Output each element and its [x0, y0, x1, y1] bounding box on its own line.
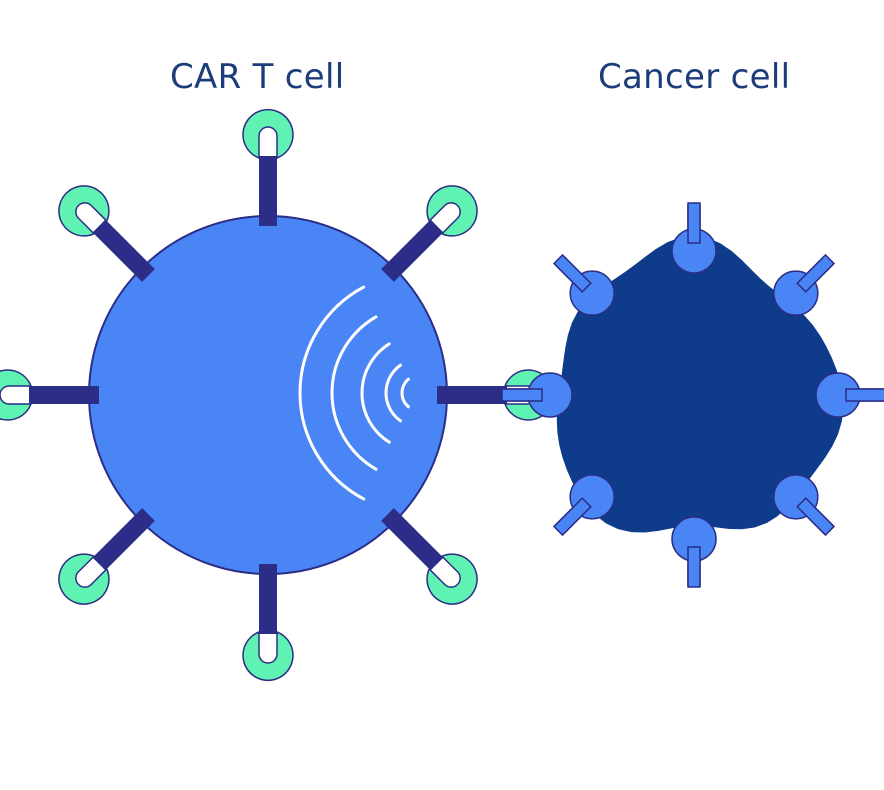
car-receptor-head	[58, 185, 110, 237]
cancer-antigen	[501, 372, 573, 418]
cancer-antigen	[773, 253, 836, 316]
cancer-antigen	[815, 372, 884, 418]
car-receptor-stalk	[381, 508, 444, 571]
cancer-antigen	[552, 474, 615, 537]
car-receptor-stalk	[92, 219, 155, 282]
signal-waves-icon	[298, 285, 410, 501]
cancer-cell-label: Cancer cell	[598, 57, 791, 97]
signal-arc	[400, 377, 410, 409]
signal-arc	[298, 285, 366, 501]
car-receptor-head	[426, 553, 478, 605]
cancer-antigen	[773, 474, 836, 537]
car-receptor-head	[58, 553, 110, 605]
car-receptor-head	[426, 185, 478, 237]
car-receptor-stalk	[381, 219, 444, 282]
car-receptor-stalks	[29, 156, 507, 634]
car-receptor-head	[242, 630, 294, 682]
signal-arc	[360, 342, 391, 444]
cancer-antigen	[671, 516, 717, 588]
cancer-antigen	[671, 202, 717, 274]
cancer-cell-body	[556, 235, 844, 533]
car-t-cell-label: CAR T cell	[170, 57, 345, 97]
signal-arc	[330, 315, 378, 471]
car-receptor-head	[0, 369, 33, 421]
cancer-antigen	[552, 253, 615, 316]
signal-arc	[384, 363, 402, 423]
car-receptor-stalk	[92, 508, 155, 571]
car-receptor-head	[242, 108, 294, 160]
cancer-antigens	[501, 202, 884, 588]
